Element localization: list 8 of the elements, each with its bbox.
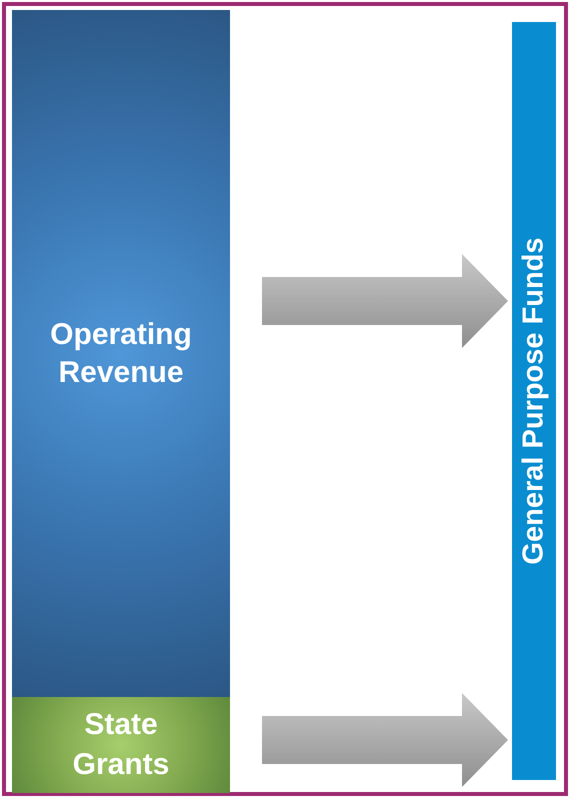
block-arrow xyxy=(262,254,508,348)
bar-label: General Purpose Funds xyxy=(517,237,551,565)
block-label: Operating Revenue xyxy=(49,316,193,390)
revenue-block xyxy=(12,10,230,697)
block-arrow xyxy=(262,693,508,787)
revenue-block xyxy=(12,697,230,793)
vertical-bar xyxy=(512,22,556,780)
block-label: State Grants xyxy=(72,707,170,783)
